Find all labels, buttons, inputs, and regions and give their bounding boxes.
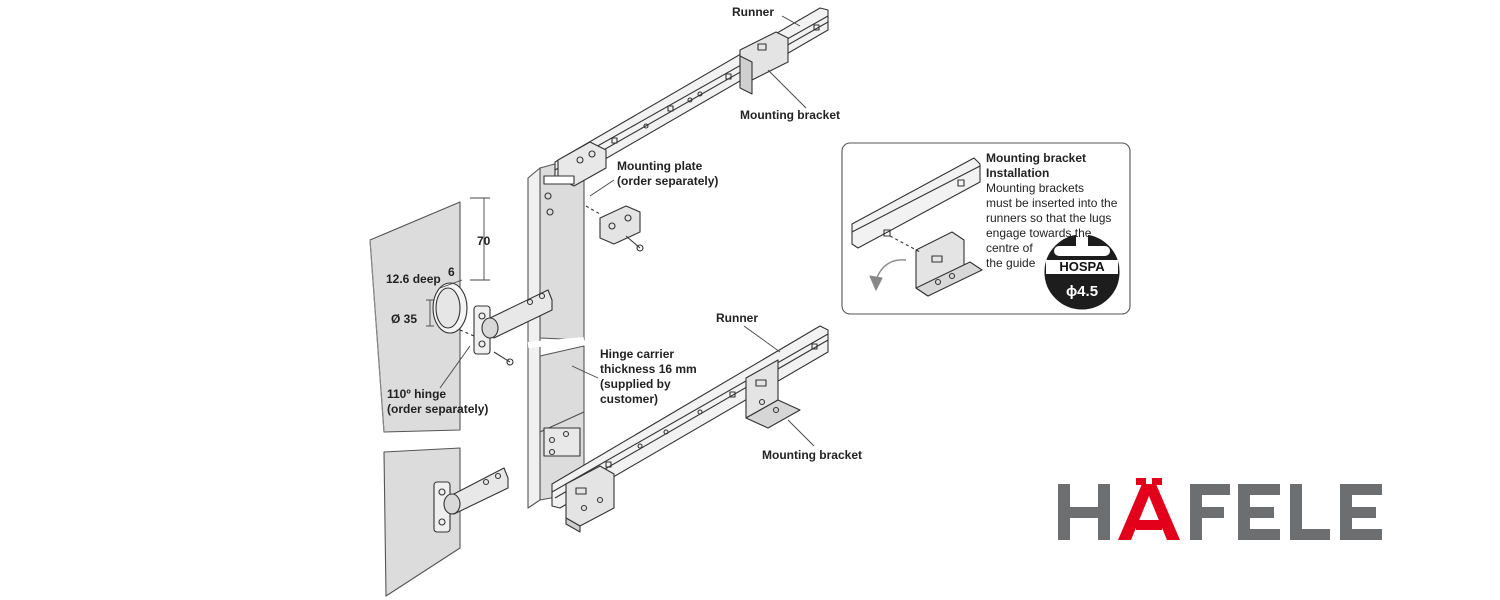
logo-letter-a — [1136, 520, 1162, 530]
inset-title-line2: Installation — [986, 166, 1050, 180]
label-mounting-plate-line1: Mounting plate — [617, 159, 703, 173]
inset-text-line: must be inserted into the — [986, 196, 1118, 210]
hospa-screw-symbol — [1044, 232, 1120, 310]
logo-letter-f — [1190, 507, 1224, 518]
inset-text-line: centre of — [986, 241, 1033, 255]
mounting-plate — [585, 205, 644, 252]
inset-text-block: Mounting bracket Installation Mounting b… — [986, 151, 1117, 271]
hospa-size: ϕ4.5 — [1065, 283, 1099, 300]
logo-letter-e — [1340, 484, 1382, 495]
logo-letter-e — [1340, 507, 1376, 518]
hafele-logo — [1058, 478, 1382, 540]
label-runner-bottom: Runner — [716, 311, 758, 325]
bottom-mounting-bracket — [745, 359, 801, 429]
inset-text-line: Mounting brackets — [986, 181, 1085, 195]
label-hinge-carrier-line4: customer) — [600, 392, 659, 406]
label-mounting-plate-line2: (order separately) — [617, 174, 719, 188]
label-diameter: Ø 35 — [391, 312, 418, 326]
dimension-lines — [426, 197, 490, 327]
label-hinge-carrier-line3: (supplied by — [600, 377, 671, 391]
label-mounting-bracket-top: Mounting bracket — [740, 108, 841, 122]
logo-letter-e — [1340, 529, 1382, 540]
label-hinge: 110º hinge (order separately) — [387, 387, 488, 417]
top-mounting-bracket — [739, 31, 789, 95]
logo-letter-e — [1238, 507, 1274, 518]
top-corner-bracket — [543, 141, 607, 216]
label-hinge-carrier-line2: thickness 16 mm — [600, 362, 697, 376]
label-mounting-bracket-bottom: Mounting bracket — [762, 448, 863, 462]
hospa-label: HOSPA — [1059, 259, 1105, 274]
inset-text-line: engage towards the — [986, 226, 1092, 240]
label-dim-6: 6 — [448, 265, 455, 279]
logo-letter-f — [1190, 484, 1230, 495]
logo-letter-l — [1290, 529, 1330, 540]
leader-lines — [439, 15, 815, 447]
label-mounting-plate: Mounting plate (order separately) — [617, 159, 718, 189]
logo-letter-e — [1238, 484, 1280, 495]
inset-text-line: the guide — [986, 256, 1036, 270]
top-hinge — [459, 289, 553, 366]
label-dim-70: 70 — [477, 234, 491, 248]
label-hinge-line2: (order separately) — [387, 402, 489, 416]
bottom-hinge — [433, 467, 509, 533]
label-depth: 12.6 deep — [386, 272, 441, 286]
bottom-corner-bracket — [543, 427, 615, 533]
inset-text-line: runners so that the lugs — [986, 211, 1112, 225]
label-runner-top: Runner — [732, 5, 774, 19]
label-hinge-carrier-line1: Hinge carrier — [600, 347, 675, 361]
inset-title-line1: Mounting bracket — [986, 151, 1087, 165]
logo-letter-e — [1238, 529, 1280, 540]
logo-letter-a-dot — [1152, 478, 1162, 485]
door-panel — [369, 201, 468, 597]
logo-letter-l — [1290, 484, 1302, 540]
logo-letter-h — [1058, 507, 1110, 518]
logo-letter-a-dot — [1136, 478, 1146, 485]
label-hinge-carrier: Hinge carrier thickness 16 mm (supplied … — [600, 347, 697, 407]
label-hinge-line1: 110º hinge — [387, 387, 447, 401]
logo-letter-a — [1118, 484, 1180, 540]
